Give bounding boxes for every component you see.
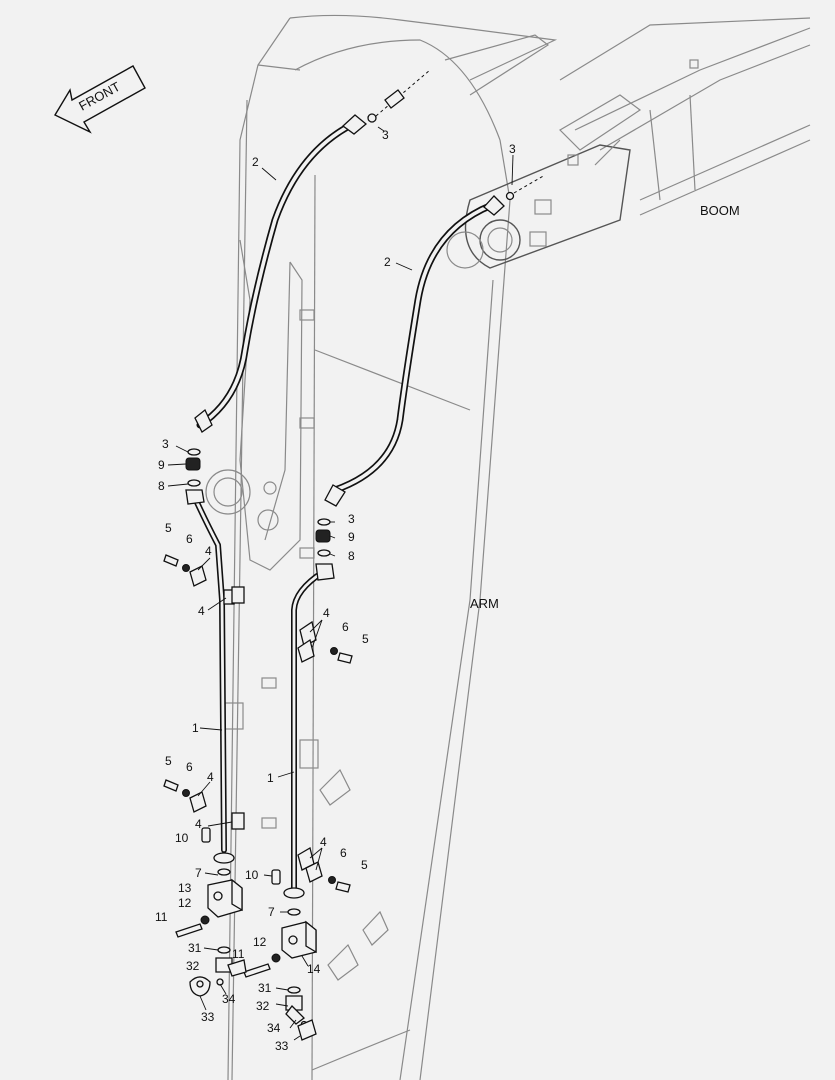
arm-structure — [205, 14, 511, 1080]
pipe-flanges — [213, 852, 305, 916]
callout-4: 4 — [320, 835, 327, 849]
callout-4: 4 — [195, 817, 202, 831]
callout-31: 31 — [258, 981, 272, 995]
callout-34: 34 — [267, 1021, 281, 1035]
callout-5: 5 — [165, 521, 172, 535]
callout-6: 6 — [186, 532, 193, 546]
callout-2: 2 — [252, 155, 259, 169]
bottom-fittings-right — [285, 986, 317, 1041]
callout-6: 6 — [186, 760, 193, 774]
callout-1: 1 — [267, 771, 274, 785]
callout-12: 12 — [253, 935, 267, 949]
callout-12: 12 — [178, 896, 192, 910]
callout-7: 7 — [268, 905, 275, 919]
callout-3: 3 — [162, 437, 169, 451]
clamps-and-bolts — [163, 554, 353, 893]
callout-5: 5 — [362, 632, 369, 646]
callout-6: 6 — [340, 846, 347, 860]
callout-10: 10 — [245, 868, 259, 882]
boom-structure — [439, 17, 811, 269]
callout-32: 32 — [186, 959, 200, 973]
callout-33: 33 — [275, 1039, 289, 1053]
callout-3: 3 — [509, 142, 516, 156]
pipe-right — [291, 569, 326, 893]
block-13 — [207, 878, 243, 918]
callout-4: 4 — [205, 544, 212, 558]
callout-5: 5 — [165, 754, 172, 768]
callout-3: 3 — [348, 512, 355, 526]
callout-11: 11 — [155, 910, 168, 924]
hose-right — [331, 201, 496, 494]
callout-34: 34 — [222, 992, 236, 1006]
callout-32: 32 — [256, 999, 270, 1013]
callout-numbers: 3 3 2 2 3 9 8 3 9 8 5 6 4 4 4 6 5 1 1 5 … — [155, 128, 516, 1053]
hose-left — [196, 119, 359, 429]
callout-10: 10 — [175, 831, 189, 845]
block-14 — [281, 920, 317, 959]
callout-8: 8 — [348, 549, 355, 563]
pipe-left — [192, 495, 227, 853]
right-fitting-stack — [315, 518, 335, 581]
bolts-11-washers-12 — [175, 915, 281, 978]
callout-4: 4 — [207, 770, 214, 784]
callout-7: 7 — [195, 866, 202, 880]
callout-14: 14 — [307, 962, 321, 976]
callout-4: 4 — [323, 606, 330, 620]
callout-8: 8 — [158, 479, 165, 493]
callout-13: 13 — [178, 881, 192, 895]
callout-9: 9 — [348, 530, 355, 544]
callout-5: 5 — [361, 858, 368, 872]
callout-2: 2 — [384, 255, 391, 269]
callout-11: 11 — [232, 947, 245, 961]
left-fitting-stack — [185, 448, 205, 505]
hose-fittings — [194, 69, 546, 507]
callout-9: 9 — [158, 458, 165, 472]
boom-label: BOOM — [700, 203, 740, 218]
arm-label: ARM — [470, 596, 499, 611]
callout-1: 1 — [192, 721, 199, 735]
callout-3: 3 — [382, 128, 389, 142]
callout-33: 33 — [201, 1010, 215, 1024]
callout-4: 4 — [198, 604, 205, 618]
front-arrow: FRONT — [54, 65, 146, 134]
bottom-fittings-left — [189, 946, 247, 997]
leader-lines — [167, 126, 514, 1041]
callout-6: 6 — [342, 620, 349, 634]
callout-31: 31 — [188, 941, 202, 955]
